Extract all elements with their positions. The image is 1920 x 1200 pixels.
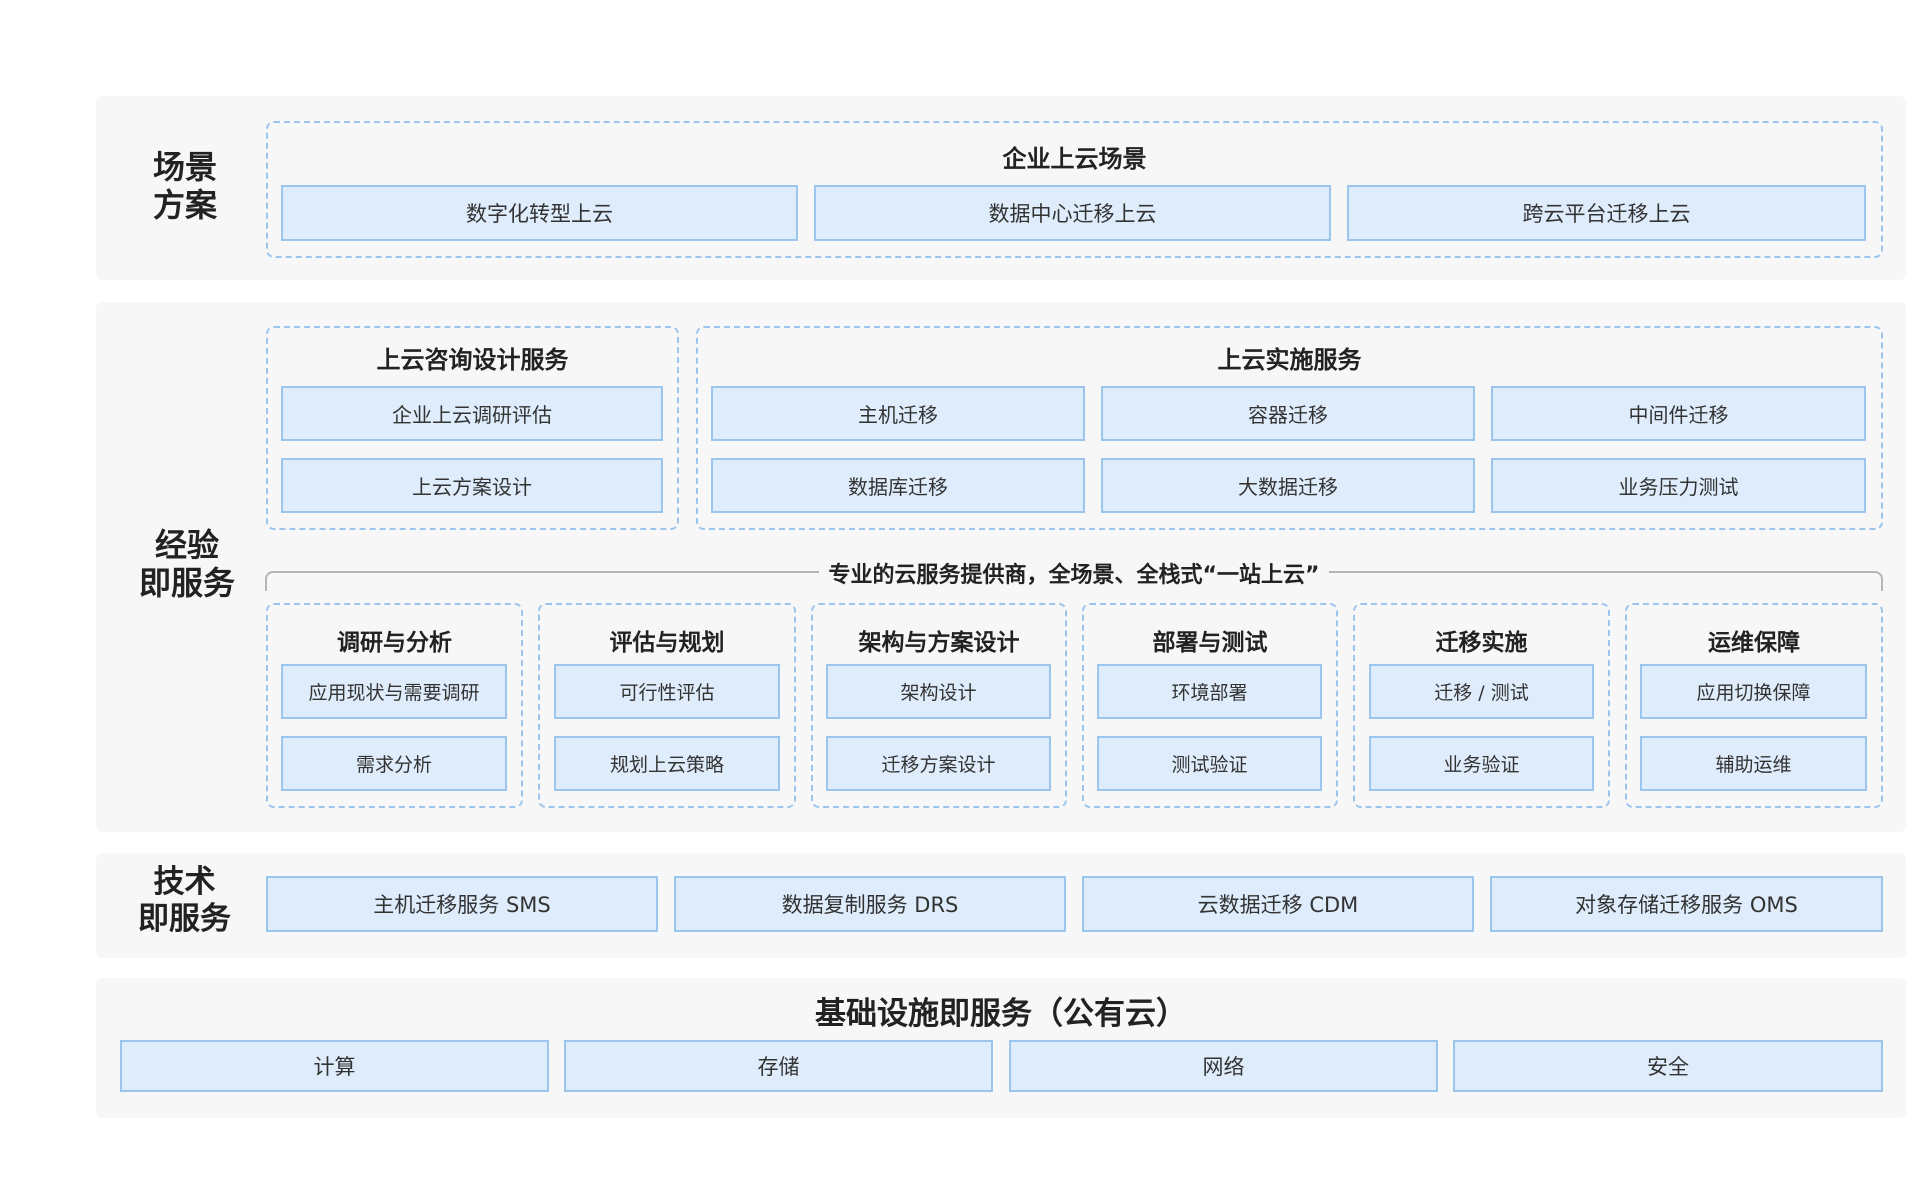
scenario-item: 跨云平台迁移上云 xyxy=(1347,185,1866,241)
phase-group xyxy=(1082,603,1338,808)
consulting-item: 上云方案设计 xyxy=(281,458,663,513)
tagline-text: 专业的云服务提供商，全场景、全栈式“一站上云” xyxy=(818,563,1330,588)
phase-item: 测试验证 xyxy=(1097,736,1322,791)
tagline-wrapper: 专业的云服务提供商，全场景、全栈式“一站上云” xyxy=(265,557,1883,589)
phase-title: 架构与方案设计 xyxy=(858,630,1020,656)
phase-group xyxy=(266,603,523,808)
technology-item: 对象存储迁移服务 OMS xyxy=(1490,876,1883,932)
consulting-group-title: 上云咨询设计服务 xyxy=(376,346,569,374)
implementation-item: 数据库迁移 xyxy=(711,458,1085,513)
technology-band-label: 技术 即服务 xyxy=(138,864,231,938)
scenario-item: 数字化转型上云 xyxy=(281,185,798,241)
implementation-group-title: 上云实施服务 xyxy=(1217,346,1362,374)
phase-item: 规划上云策略 xyxy=(554,736,780,791)
scenario-band-label: 场景 方案 xyxy=(152,148,217,225)
phase-title: 调研与分析 xyxy=(337,630,452,656)
phase-group xyxy=(811,603,1067,808)
phase-group xyxy=(538,603,796,808)
implementation-item: 中间件迁移 xyxy=(1491,386,1866,441)
phase-item: 辅助运维 xyxy=(1640,736,1867,791)
implementation-item: 业务压力测试 xyxy=(1491,458,1866,513)
phase-item: 迁移 / 测试 xyxy=(1369,664,1594,719)
infrastructure-item: 计算 xyxy=(120,1040,549,1092)
phase-item: 应用切换保障 xyxy=(1640,664,1867,719)
phase-item: 应用现状与需要调研 xyxy=(281,664,507,719)
implementation-item: 容器迁移 xyxy=(1101,386,1475,441)
scenario-group xyxy=(266,121,1883,258)
infrastructure-item: 网络 xyxy=(1009,1040,1438,1092)
phase-item: 架构设计 xyxy=(826,664,1051,719)
phase-title: 评估与规划 xyxy=(609,630,725,656)
phase-group xyxy=(1353,603,1610,808)
scenario-group-title: 企业上云场景 xyxy=(1002,145,1147,173)
phase-title: 运维保障 xyxy=(1708,630,1800,656)
infrastructure-item: 存储 xyxy=(564,1040,993,1092)
infrastructure-title: 基础设施即服务（公有云） xyxy=(815,996,1187,1032)
technology-item: 主机迁移服务 SMS xyxy=(266,876,658,932)
consulting-item: 企业上云调研评估 xyxy=(281,386,663,441)
phase-item: 环境部署 xyxy=(1097,664,1322,719)
consulting-group xyxy=(266,326,679,530)
phase-item: 需求分析 xyxy=(281,736,507,791)
phase-title: 迁移实施 xyxy=(1435,630,1528,656)
phase-title: 部署与测试 xyxy=(1152,630,1268,656)
implementation-item: 主机迁移 xyxy=(711,386,1085,441)
phase-item: 业务验证 xyxy=(1369,736,1594,791)
technology-item: 数据复制服务 DRS xyxy=(674,876,1066,932)
phase-group xyxy=(1625,603,1883,808)
phase-item: 迁移方案设计 xyxy=(826,736,1051,791)
phase-item: 可行性评估 xyxy=(554,664,780,719)
implementation-group xyxy=(696,326,1883,530)
scenario-item: 数据中心迁移上云 xyxy=(814,185,1331,241)
infrastructure-item: 安全 xyxy=(1453,1040,1883,1092)
implementation-item: 大数据迁移 xyxy=(1101,458,1475,513)
experience-band-label: 经验 即服务 xyxy=(138,526,235,603)
technology-item: 云数据迁移 CDM xyxy=(1082,876,1474,932)
